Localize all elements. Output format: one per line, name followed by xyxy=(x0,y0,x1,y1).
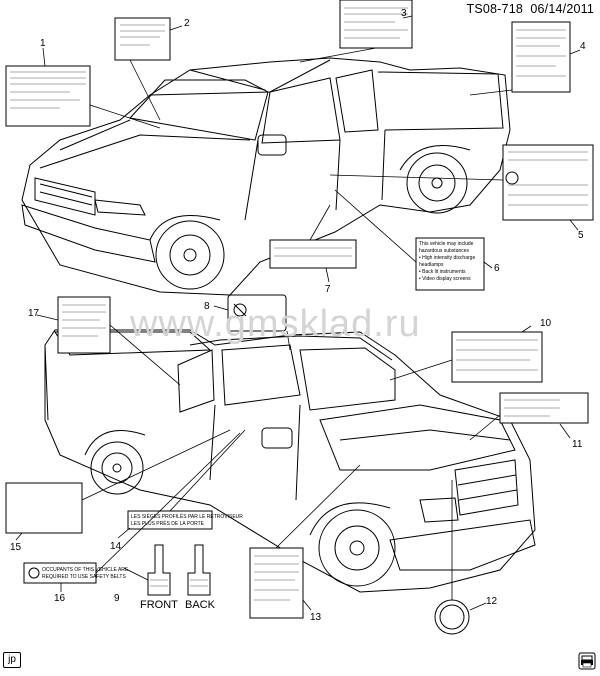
callout-11: 11 xyxy=(572,439,583,450)
label-2-sticker[interactable] xyxy=(114,17,171,61)
callout-10: 10 xyxy=(540,318,552,329)
callout-6: 6 xyxy=(494,263,500,274)
label-10-sticker[interactable] xyxy=(451,331,543,383)
callout-14: 14 xyxy=(110,541,122,552)
back-caption: BACK xyxy=(185,599,216,611)
callout-7: 7 xyxy=(325,284,331,295)
watermark: www.gmsklad.ru xyxy=(130,303,421,345)
label-4-sticker[interactable] xyxy=(511,21,571,93)
sticker-6-line-5: • Back lit instruments xyxy=(419,269,466,275)
callout-15: 15 xyxy=(10,542,22,553)
upper-truck xyxy=(21,57,511,296)
language-badge[interactable]: jp xyxy=(3,652,21,668)
callout-16: 16 xyxy=(54,593,66,604)
label-7-sticker[interactable] xyxy=(269,239,357,269)
sticker-16-line-1: OCCUPANTS OF THIS VEHICLE ARE xyxy=(42,567,129,573)
sticker-16-line-2: REQUIRED TO USE SAFETY BELTS xyxy=(42,574,126,580)
front-caption: FRONT xyxy=(140,599,178,611)
sticker-6-line-3: • High intensity discharge xyxy=(419,255,475,261)
label-5-sticker[interactable] xyxy=(502,144,594,221)
sticker-14-line-2: LES PLUS PRÈS DE LA PORTE xyxy=(131,520,205,527)
callout-12: 12 xyxy=(486,596,498,607)
callout-13: 13 xyxy=(310,612,322,623)
diagram-code: TS08-718 xyxy=(466,2,523,16)
sticker-6-line-6: • Video display screens xyxy=(419,276,471,282)
label-1-sticker[interactable] xyxy=(5,65,91,127)
callout-1: 1 xyxy=(40,38,46,49)
label-6-sticker[interactable] xyxy=(415,237,485,291)
tags-9 xyxy=(147,544,211,596)
callout-3: 3 xyxy=(401,8,407,19)
label-13-sticker[interactable] xyxy=(249,547,304,619)
callout-8: 8 xyxy=(204,301,210,312)
header: TS08-718 06/14/2011 xyxy=(467,2,595,16)
callout-4: 4 xyxy=(580,41,586,52)
label-17-sticker[interactable] xyxy=(57,296,111,354)
callout-9: 9 xyxy=(114,593,120,604)
callout-5: 5 xyxy=(578,230,584,241)
sticker-14-line-1: LES SIÈGES PROFILÉS PAR LE RÉTROVISEUR xyxy=(131,513,243,520)
sticker-6-line-1: This vehicle may include xyxy=(419,241,474,247)
callout-2: 2 xyxy=(184,18,190,29)
sticker-6-line-4: headlamps xyxy=(419,262,444,268)
printer-icon[interactable] xyxy=(578,652,596,670)
label-15-sticker[interactable] xyxy=(5,482,83,534)
callout-17: 17 xyxy=(28,308,40,319)
diagram-date: 06/14/2011 xyxy=(530,2,594,16)
sticker-6-line-2: hazardous substances xyxy=(419,248,470,254)
label-16-sticker[interactable] xyxy=(23,562,97,584)
